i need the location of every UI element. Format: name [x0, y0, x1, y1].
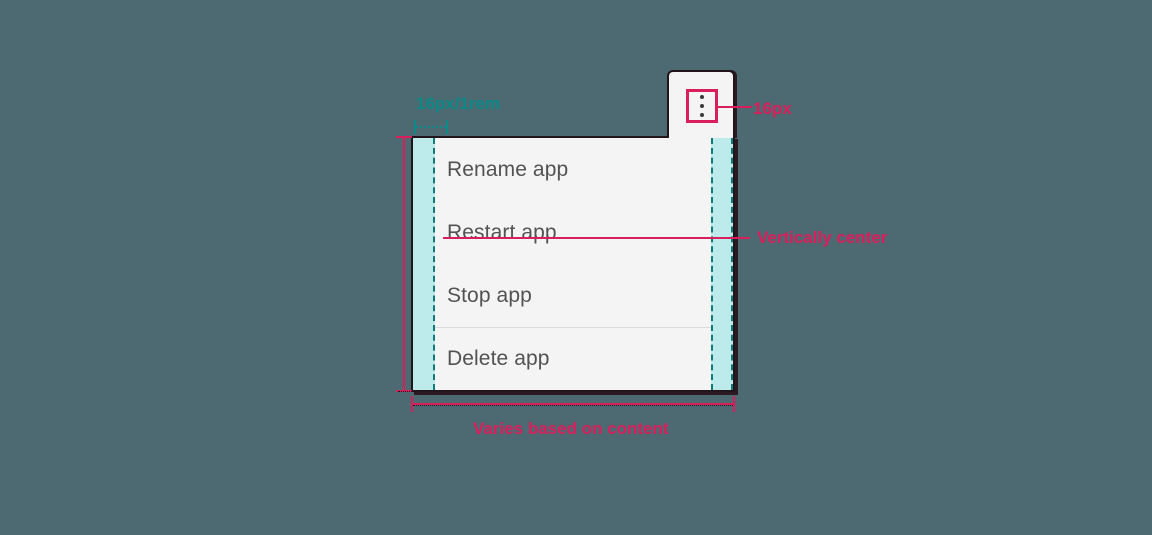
dimension-line: [411, 403, 735, 405]
kebab-dot: [700, 113, 704, 117]
kebab-dot: [700, 104, 704, 108]
menu-item-rename-app[interactable]: Rename app: [413, 138, 733, 201]
menu-list: Rename app Restart app Stop app Delete a…: [413, 138, 733, 390]
icon-size-leader-line: [718, 106, 752, 108]
menu-height-dimension-line: [396, 136, 424, 392]
vertical-center-leader-line: [443, 237, 750, 239]
dimension-line: [403, 136, 405, 392]
dimension-extension-bottom: [398, 391, 424, 392]
padding-dimension-marker: [414, 120, 448, 134]
menu-item-label: Restart app: [447, 220, 557, 244]
dimension-cap-right: [733, 396, 735, 412]
menu-width-dimension-line: [411, 396, 735, 412]
padding-annotation-label: 16px/1rem: [416, 94, 501, 113]
marker-cap-right: [446, 120, 448, 134]
vertical-center-label: Vertically center: [757, 228, 888, 247]
menu-item-label: Stop app: [447, 283, 532, 307]
overflow-menu-panel: Rename app Restart app Stop app Delete a…: [411, 136, 735, 392]
overflow-menu-button[interactable]: [667, 70, 735, 138]
marker-cap-left: [414, 120, 416, 134]
dimension-extension: [413, 405, 733, 406]
menu-item-restart-app[interactable]: Restart app: [413, 201, 733, 264]
menu-item-stop-app[interactable]: Stop app: [413, 264, 733, 327]
marker-bar: [416, 126, 446, 128]
overflow-menu-vertical-icon[interactable]: [686, 89, 718, 123]
menu-width-label: Varies based on content: [473, 419, 669, 438]
kebab-dot: [700, 95, 704, 99]
menu-item-label: Delete app: [447, 346, 550, 370]
icon-size-label: 16px: [753, 99, 792, 118]
menu-item-delete-app[interactable]: Delete app: [413, 327, 733, 390]
menu-item-label: Rename app: [447, 157, 569, 181]
